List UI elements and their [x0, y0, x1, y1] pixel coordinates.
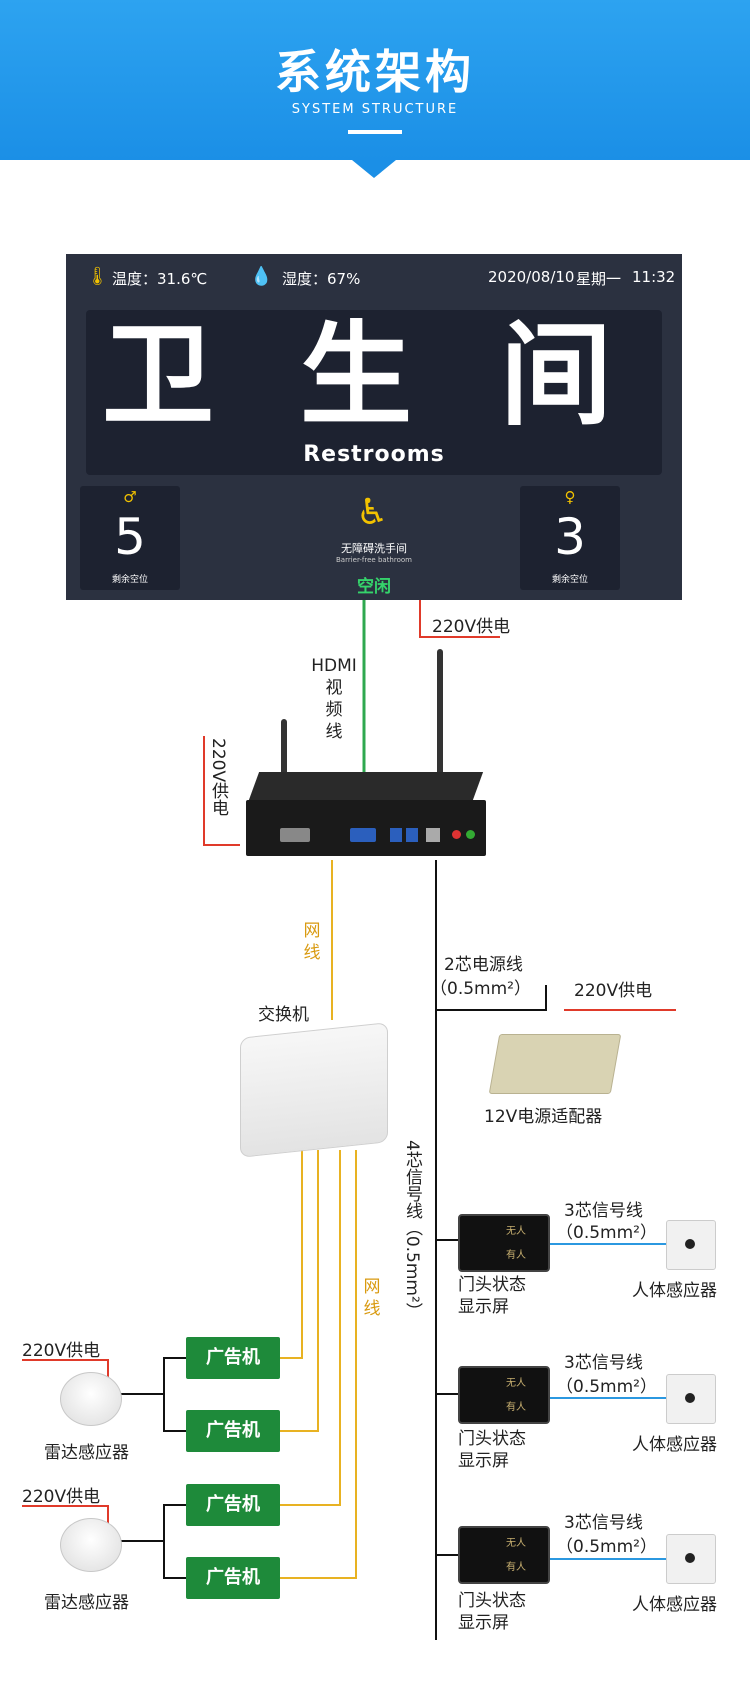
temperature-text: 温度：31.6℃	[112, 270, 208, 288]
two-core-cable-spec: （0.5mm²）	[430, 979, 531, 999]
radar-power-label-2: 220V供电	[22, 1487, 101, 1507]
male-label: 剩余空位	[111, 575, 148, 585]
power-adapter-label: 12V电源适配器	[484, 1107, 603, 1127]
female-icon: ♀	[564, 488, 576, 506]
male-icon: ♂	[123, 488, 137, 506]
accessible-name: 无障碍洗手间	[341, 542, 407, 555]
four-core-cable-label: 4芯信号线（0.5mm²）	[402, 1140, 422, 1320]
door-status-display-1: 无人有人	[458, 1214, 550, 1272]
body-sensor-2	[666, 1374, 716, 1424]
ad-player-2: 广告机	[186, 1410, 280, 1452]
title-char-3: 间	[500, 311, 612, 441]
switch-label: 交换机	[258, 1005, 309, 1025]
body-sensor-3	[666, 1534, 716, 1584]
radar-label-1: 雷达感应器	[44, 1443, 129, 1463]
door-display-label-3: 门头状态显示屏	[458, 1591, 526, 1633]
weekday-text: 星期一	[576, 270, 622, 288]
humidity-icon: 💧	[250, 266, 273, 287]
title-panel: 卫 生 间 Restrooms	[86, 310, 662, 475]
page-title: 系统架构	[275, 45, 475, 99]
adapter-power-label: 220V供电	[574, 981, 653, 1001]
network-label-top: 网线	[303, 921, 321, 963]
radar-sensor-2	[60, 1518, 122, 1572]
header-banner: 系统架构 SYSTEM STRUCTURE	[0, 0, 750, 160]
accessible-subtitle: Barrier-free bathroom	[336, 556, 412, 564]
three-core-cable-label-1: 3芯信号线	[564, 1201, 643, 1221]
female-label: 剩余空位	[551, 575, 588, 585]
vga-port-icon	[350, 828, 376, 842]
title-char-2: 生	[300, 311, 412, 441]
screen-power-label: 220V供电	[432, 617, 511, 637]
wheelchair-icon: ♿	[356, 492, 389, 533]
thermometer-icon: 🌡	[86, 266, 109, 287]
radar-label-2: 雷达感应器	[44, 1593, 129, 1613]
title-english: Restrooms	[303, 442, 445, 467]
body-sensor-label-1: 人体感应器	[632, 1281, 717, 1301]
body-sensor-1	[666, 1220, 716, 1270]
ad-player-1: 广告机	[186, 1337, 280, 1379]
female-count: 3	[554, 508, 586, 566]
male-vacancy-panel: ♂ 5 剩余空位	[80, 486, 180, 590]
radar-sensor-1	[60, 1372, 122, 1426]
restroom-display-screen: 🌡 温度：31.6℃ 💧 湿度：67% 2020/08/10 星期一 11:32…	[66, 254, 682, 600]
title-char-1: 卫	[102, 311, 214, 441]
network-label-bottom: 网线	[363, 1277, 381, 1319]
usb-port-icon	[390, 828, 402, 842]
adapter-branch-line	[436, 985, 547, 1011]
title-underline	[348, 130, 402, 134]
female-vacancy-panel: ♀ 3 剩余空位	[520, 486, 620, 590]
box-power-label: 220V供电	[208, 738, 228, 817]
door-status-display-2: 无人有人	[458, 1366, 550, 1424]
media-player-box	[240, 772, 492, 860]
network-switch	[240, 1022, 388, 1158]
time-text: 11:32	[632, 268, 676, 286]
body-sensor-label-2: 人体感应器	[632, 1435, 717, 1455]
three-core-cable-spec-1: （0.5mm²）	[556, 1223, 657, 1243]
date-text: 2020/08/10	[488, 268, 575, 286]
three-core-cable-label-2: 3芯信号线	[564, 1353, 643, 1373]
page-subtitle: SYSTEM STRUCTURE	[291, 102, 459, 117]
door-display-label-1: 门头状态显示屏	[458, 1275, 526, 1317]
two-core-cable-label: 2芯电源线	[444, 955, 523, 975]
ad-player-4: 广告机	[186, 1557, 280, 1599]
humidity-text: 湿度：67%	[282, 270, 361, 288]
screen-power-line	[419, 600, 500, 638]
three-core-cable-label-3: 3芯信号线	[564, 1513, 643, 1533]
door-status-display-3: 无人有人	[458, 1526, 550, 1584]
three-core-cable-spec-3: （0.5mm²）	[556, 1537, 657, 1557]
banner-notch	[352, 160, 396, 178]
status-text: 空闲	[357, 577, 391, 597]
ethernet-port-icon	[426, 828, 440, 842]
three-core-cable-spec-2: （0.5mm²）	[556, 1377, 657, 1397]
radar-power-label-1: 220V供电	[22, 1341, 101, 1361]
ad-player-3: 广告机	[186, 1484, 280, 1526]
door-display-label-2: 门头状态显示屏	[458, 1429, 526, 1471]
body-sensor-label-3: 人体感应器	[632, 1595, 717, 1615]
male-count: 5	[114, 508, 146, 566]
box-power-line	[203, 736, 240, 846]
power-adapter	[488, 1034, 622, 1094]
serial-port-icon	[280, 828, 310, 842]
